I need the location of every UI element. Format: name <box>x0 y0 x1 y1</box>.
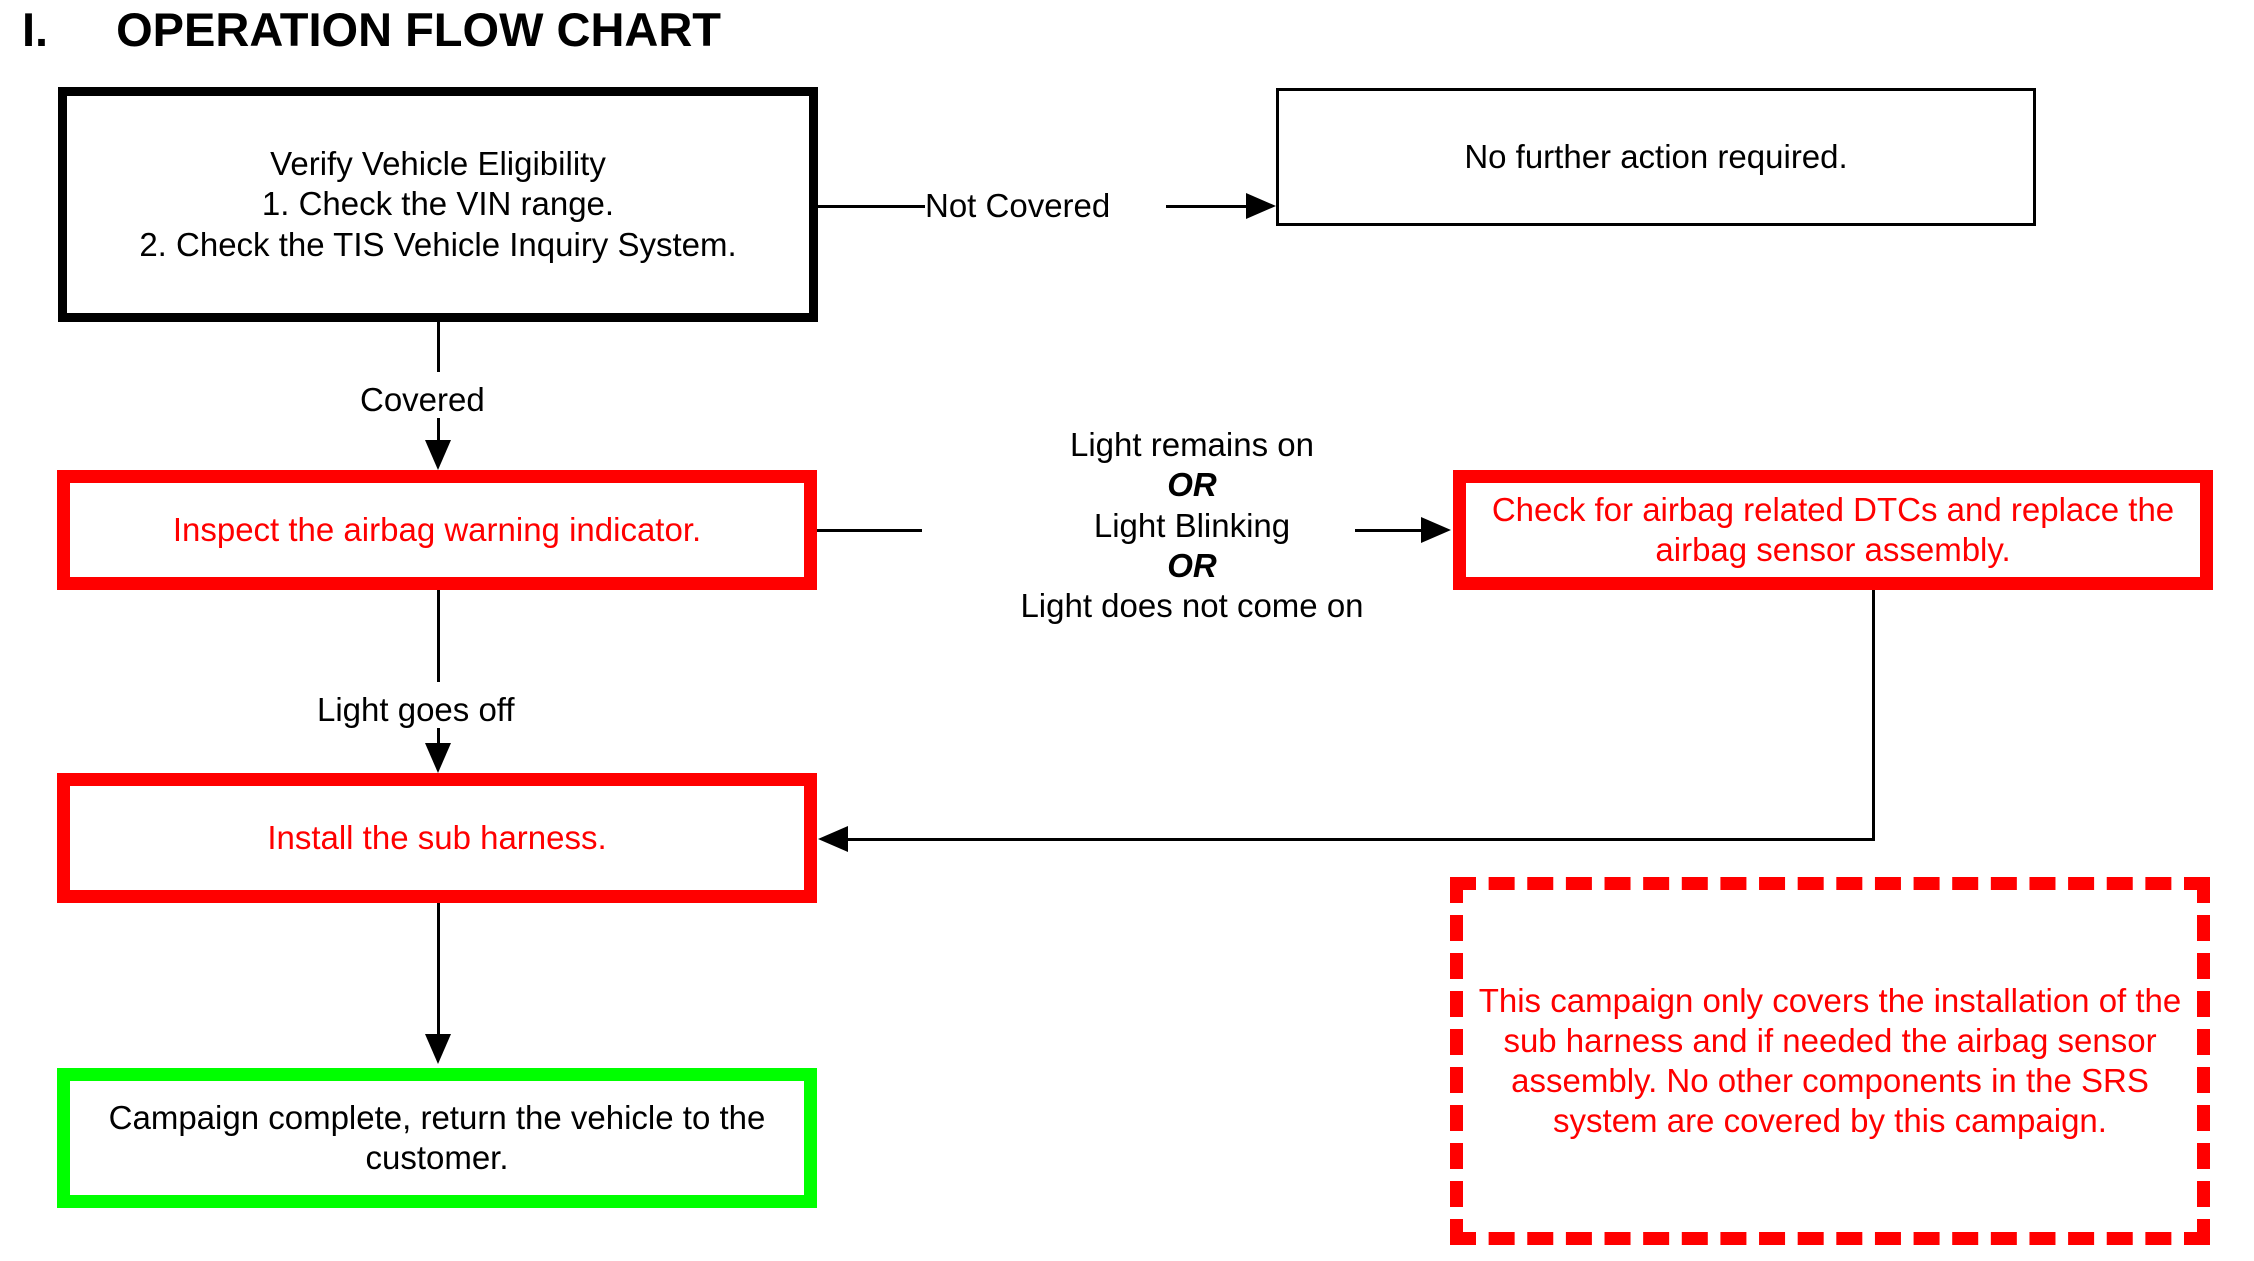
page-title-heading: OPERATION FLOW CHART <box>116 3 721 56</box>
connector-inspect-to-install-upper <box>437 590 440 682</box>
arrow-down-icon-to-install <box>425 743 451 773</box>
node-campaign-complete[interactable]: Campaign complete, return the vehicle to… <box>57 1068 817 1208</box>
edge-label-not-covered: Not Covered <box>925 187 1111 224</box>
arrow-down-icon-to-inspect <box>425 440 451 470</box>
connector-verify-to-no-action-left <box>818 205 925 208</box>
edge-label-light-conditions-or2: OR <box>1167 546 1217 584</box>
note-campaign-scope-label: This campaign only covers the installati… <box>1478 981 2182 1140</box>
edge-label-light-conditions: Light remains on OR Light Blinking OR Li… <box>932 425 1452 626</box>
edge-label-light-goes-off: Light goes off <box>317 691 515 728</box>
arrow-left-icon-to-install <box>818 826 848 852</box>
node-install-sub-harness[interactable]: Install the sub harness. <box>57 773 817 903</box>
connector-inspect-to-dtc-right <box>1355 529 1423 532</box>
node-campaign-complete-label: Campaign complete, return the vehicle to… <box>108 1098 766 1176</box>
node-no-further-action-label: No further action required. <box>1464 137 1848 175</box>
node-no-further-action[interactable]: No further action required. <box>1276 88 2036 226</box>
page-title-numeral: I. <box>22 3 49 56</box>
edge-label-covered: Covered <box>360 381 485 418</box>
node-inspect-airbag-warning-indicator-label: Inspect the airbag warning indicator. <box>172 510 702 548</box>
connector-dtc-to-install-horizontal <box>848 838 1875 841</box>
connector-verify-to-inspect-lower <box>437 418 440 444</box>
edge-label-light-conditions-line2: Light Blinking <box>1093 506 1291 544</box>
connector-inspect-to-dtc-left <box>817 529 922 532</box>
note-campaign-scope: This campaign only covers the installati… <box>1450 877 2210 1245</box>
edge-label-light-conditions-line3: Light does not come on <box>1020 587 1364 624</box>
arrow-right-icon-to-no-action <box>1246 193 1276 219</box>
edge-label-light-conditions-line1: Light remains on <box>1070 426 1314 463</box>
node-inspect-airbag-warning-indicator[interactable]: Inspect the airbag warning indicator. <box>57 470 817 590</box>
connector-install-to-complete <box>437 903 440 1036</box>
arrow-down-icon-to-complete <box>425 1034 451 1064</box>
node-check-airbag-dtcs[interactable]: Check for airbag related DTCs and replac… <box>1453 470 2213 590</box>
node-install-sub-harness-label: Install the sub harness. <box>267 818 607 856</box>
node-check-airbag-dtcs-label: Check for airbag related DTCs and replac… <box>1491 490 2175 568</box>
connector-dtc-to-install-vertical <box>1872 590 1875 841</box>
edge-label-light-conditions-or1: OR <box>1167 466 1217 504</box>
connector-verify-to-no-action-right <box>1166 205 1248 208</box>
connector-inspect-to-install-lower <box>437 728 440 745</box>
page-title: I. OPERATION FLOW CHART <box>22 2 721 57</box>
arrow-right-icon-to-dtc <box>1421 517 1451 543</box>
connector-verify-to-inspect-upper <box>437 322 440 372</box>
